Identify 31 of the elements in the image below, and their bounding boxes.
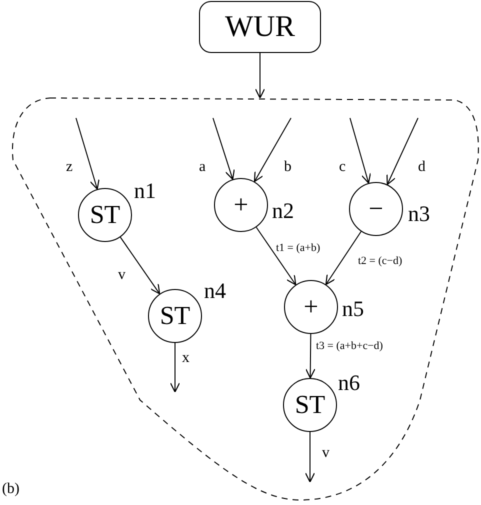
arrow (212, 118, 235, 180)
edge-label: c (339, 160, 346, 175)
arrow (76, 118, 100, 190)
edge-label: a (199, 160, 206, 175)
unit-box: WUR (199, 1, 321, 53)
arrow (305, 334, 316, 379)
arrow (350, 118, 371, 184)
arrow (325, 231, 362, 286)
edge-label: v (118, 268, 126, 283)
arrow (256, 226, 296, 286)
edge-label: b (284, 160, 292, 175)
edge-label: t1 = (a+b) (276, 243, 320, 254)
panel-label: (b) (2, 482, 20, 497)
node-label: n4 (204, 280, 226, 302)
arrow (386, 118, 418, 186)
arrow (254, 52, 266, 99)
node-label: n6 (338, 372, 360, 394)
arrow (120, 236, 160, 294)
node-label: n2 (272, 200, 294, 222)
arrow (254, 118, 292, 182)
node-label: n1 (134, 180, 156, 202)
edge-label: x (182, 351, 190, 366)
arrow (170, 342, 180, 393)
node-label: n3 (408, 203, 430, 225)
edge-label: v (322, 446, 330, 461)
node-label: n5 (342, 298, 364, 320)
edge-label: t2 = (c−d) (358, 256, 402, 267)
edge-label: d (418, 160, 426, 175)
arrow (304, 432, 316, 483)
edge-label: z (66, 160, 73, 175)
edge-label: t3 = (a+b+c−d) (316, 341, 383, 352)
